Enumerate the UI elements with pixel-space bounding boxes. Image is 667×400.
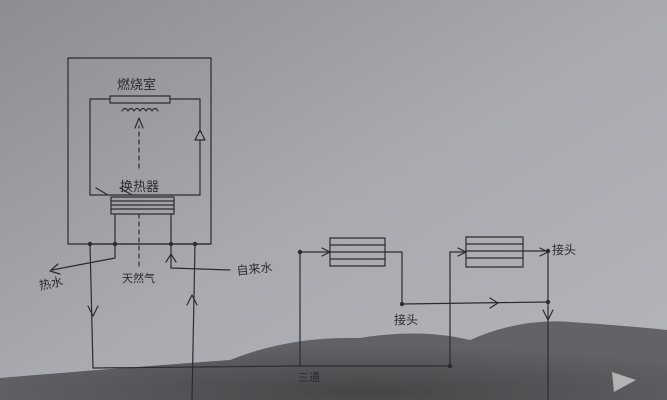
label-hot-water: 热水 bbox=[38, 274, 64, 293]
hot-water-arrowhead bbox=[49, 263, 61, 275]
flame-coil bbox=[121, 107, 159, 112]
label-connector-middle: 接头 bbox=[394, 312, 418, 327]
chamber-frame bbox=[89, 98, 201, 196]
exchanger-arrowheads bbox=[95, 187, 133, 196]
radiator-1-fins bbox=[329, 244, 386, 260]
label-tap-water: 自来水 bbox=[236, 260, 273, 278]
right-supply-pipe bbox=[191, 243, 196, 400]
right-down-arrowhead bbox=[542, 309, 554, 321]
label-heat-exchanger: 换热器 bbox=[120, 180, 159, 195]
heat-exchanger-fins bbox=[110, 200, 175, 210]
hand-shadow bbox=[0, 321, 667, 400]
label-three-way: 三通 bbox=[298, 371, 320, 384]
right-supply-arrowhead bbox=[186, 294, 198, 306]
label-connector-right: 接头 bbox=[552, 242, 576, 257]
left-return-arrowhead bbox=[87, 305, 99, 317]
left-return-pipe bbox=[89, 243, 301, 369]
label-combustion-chamber: 燃烧室 bbox=[117, 77, 156, 93]
label-natural-gas: 天然气 bbox=[122, 271, 155, 285]
radiator-2-fins bbox=[465, 243, 524, 259]
shadow-highlight bbox=[612, 372, 636, 392]
radiator1-outlet-pipe bbox=[384, 251, 549, 305]
hot-water-outlet-pipe bbox=[51, 213, 116, 271]
upflow-arrowhead bbox=[134, 117, 144, 129]
tap-water-arrowhead bbox=[165, 253, 177, 263]
return-header bbox=[299, 251, 467, 367]
radiator-2 bbox=[465, 236, 524, 268]
tap-water-inlet-pipe bbox=[170, 213, 231, 271]
mid-pipe-arrowhead bbox=[489, 297, 499, 309]
